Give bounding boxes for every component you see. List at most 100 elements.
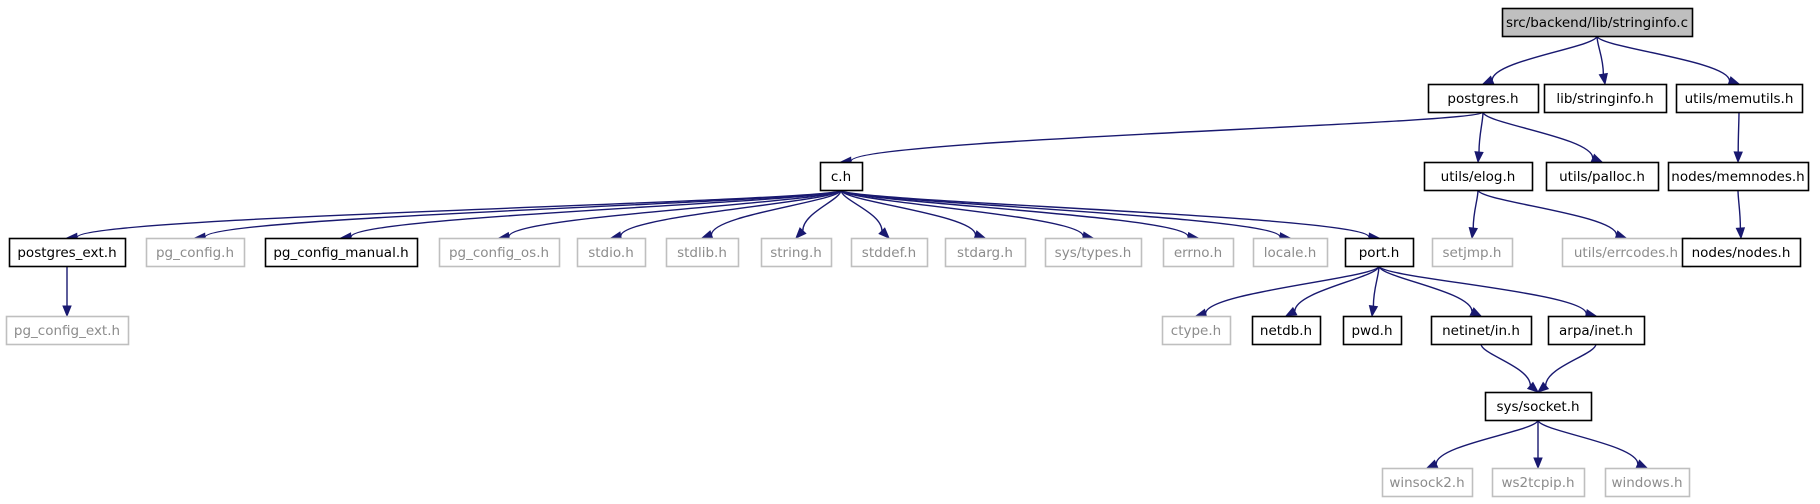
node-label: winsock2.h	[1389, 475, 1464, 491]
node-box	[944, 237, 1027, 268]
edge-utils_elog_h-to-utils_errcodes_h	[1477, 189, 1628, 240]
edge-line	[1478, 111, 1484, 153]
node-box	[1561, 237, 1692, 268]
node-nodes-memnodes-h[interactable]: nodes/memnodes.h	[1667, 161, 1810, 192]
edge-root-to-lib_stringinfo_h	[1596, 35, 1608, 86]
node-root: src/backend/lib/stringinfo.c	[1501, 7, 1694, 38]
node-label: setjmp.h	[1443, 245, 1502, 261]
node-box	[819, 161, 864, 192]
node-label: pg_config_ext.h	[14, 323, 120, 339]
node-box	[145, 237, 246, 268]
node-ws2tcpip-h: ws2tcpip.h	[1491, 467, 1586, 498]
node-netdb-h[interactable]: netdb.h	[1251, 315, 1322, 346]
edges-layer	[62, 35, 1746, 470]
node-box	[5, 315, 130, 346]
node-label: windows.h	[1611, 475, 1682, 491]
arrowhead-icon	[1533, 457, 1543, 470]
node-label: nodes/nodes.h	[1692, 245, 1791, 261]
edge-line	[710, 189, 842, 235]
node-label: utils/errcodes.h	[1574, 245, 1678, 261]
edge-line	[1378, 265, 1587, 315]
node-label: ws2tcpip.h	[1501, 475, 1574, 491]
node-box	[1044, 237, 1143, 268]
edge-line	[1596, 35, 1605, 75]
node-label: string.h	[770, 245, 822, 261]
node-postgres-h[interactable]: postgres.h	[1427, 83, 1540, 114]
arrowhead-icon	[973, 230, 987, 240]
node-box	[1501, 7, 1694, 38]
node-pg-config-ext-h: pg_config_ext.h	[5, 315, 130, 346]
node-box	[1344, 237, 1415, 268]
edge-port_h-to-ctype_h	[1194, 265, 1380, 318]
node-label: c.h	[831, 169, 851, 185]
edge-line	[850, 111, 1484, 162]
node-utils-elog-h[interactable]: utils/elog.h	[1423, 161, 1534, 192]
arrowhead-icon	[1368, 304, 1379, 318]
node-box	[1162, 237, 1235, 268]
node-label: utils/memutils.h	[1685, 91, 1794, 107]
edge-line	[1294, 265, 1380, 312]
node-nodes-nodes-h[interactable]: nodes/nodes.h	[1681, 237, 1802, 268]
edge-line	[1737, 111, 1740, 153]
node-stdio-h: stdio.h	[576, 237, 647, 268]
node-winsock2-h: winsock2.h	[1381, 467, 1474, 498]
node-arpa-inet-h[interactable]: arpa/inet.h	[1547, 315, 1646, 346]
node-box	[8, 237, 127, 268]
node-label: port.h	[1359, 245, 1400, 261]
node-label: pg_config.h	[156, 245, 234, 261]
arrowhead-icon	[1727, 76, 1741, 86]
edge-line	[1435, 419, 1539, 465]
node-box	[438, 237, 561, 268]
node-box	[1427, 83, 1540, 114]
node-box	[1423, 161, 1534, 192]
node-utils-memutils-h[interactable]: utils/memutils.h	[1675, 83, 1804, 114]
edge-line	[1372, 265, 1380, 307]
node-port-h[interactable]: port.h	[1344, 237, 1415, 268]
node-label: pwd.h	[1351, 323, 1392, 339]
node-box	[665, 237, 740, 268]
node-lib-stringinfo-h[interactable]: lib/stringinfo.h	[1543, 83, 1668, 114]
edge-c_h-to-stdlib_h	[700, 189, 842, 240]
node-c-h[interactable]: c.h	[819, 161, 864, 192]
node-label: pg_config_manual.h	[273, 245, 408, 261]
edge-line	[1204, 265, 1380, 314]
node-utils-errcodes-h: utils/errcodes.h	[1561, 237, 1692, 268]
arrowhead-icon	[1733, 151, 1743, 164]
node-label: utils/elog.h	[1441, 169, 1516, 185]
node-sys-socket-h[interactable]: sys/socket.h	[1484, 391, 1593, 422]
node-box	[1667, 161, 1810, 192]
node-pg-config-manual-h[interactable]: pg_config_manual.h	[264, 237, 419, 268]
node-box	[264, 237, 419, 268]
edge-postgres_h-to-utils_palloc_h	[1482, 111, 1604, 163]
node-box	[1161, 315, 1232, 346]
node-box	[1491, 467, 1586, 498]
node-box	[1681, 237, 1802, 268]
node-errno-h: errno.h	[1162, 237, 1235, 268]
node-windows-h: windows.h	[1604, 467, 1691, 498]
arrowhead-icon	[1284, 306, 1298, 317]
edge-line	[1737, 189, 1742, 229]
node-netinet-in-h[interactable]: netinet/in.h	[1430, 315, 1533, 346]
node-box	[1543, 83, 1668, 114]
edge-line	[350, 189, 842, 238]
edge-port_h-to-netinet_in_h	[1378, 265, 1483, 317]
edge-line	[620, 189, 842, 237]
arrowhead-icon	[878, 227, 890, 239]
node-box	[760, 237, 833, 268]
edge-line	[1480, 343, 1532, 386]
edge-root-to-postgres_h	[1481, 35, 1598, 85]
edge-utils_memutils_h-to-nodes_memnodes_h	[1733, 111, 1743, 164]
node-pwd-h[interactable]: pwd.h	[1342, 315, 1403, 346]
node-box	[1604, 467, 1691, 498]
node-utils-palloc-h[interactable]: utils/palloc.h	[1545, 161, 1660, 192]
node-locale-h: locale.h	[1252, 237, 1329, 268]
arrowhead-icon	[795, 227, 807, 239]
node-label: locale.h	[1264, 245, 1317, 261]
node-label: sys/socket.h	[1496, 399, 1579, 415]
node-postgres-ext-h[interactable]: postgres_ext.h	[8, 237, 127, 268]
edge-line	[1378, 265, 1473, 312]
arrowhead-icon	[1474, 151, 1484, 164]
node-box	[1381, 467, 1474, 498]
node-stdarg-h: stdarg.h	[944, 237, 1027, 268]
edge-line	[1545, 343, 1597, 386]
